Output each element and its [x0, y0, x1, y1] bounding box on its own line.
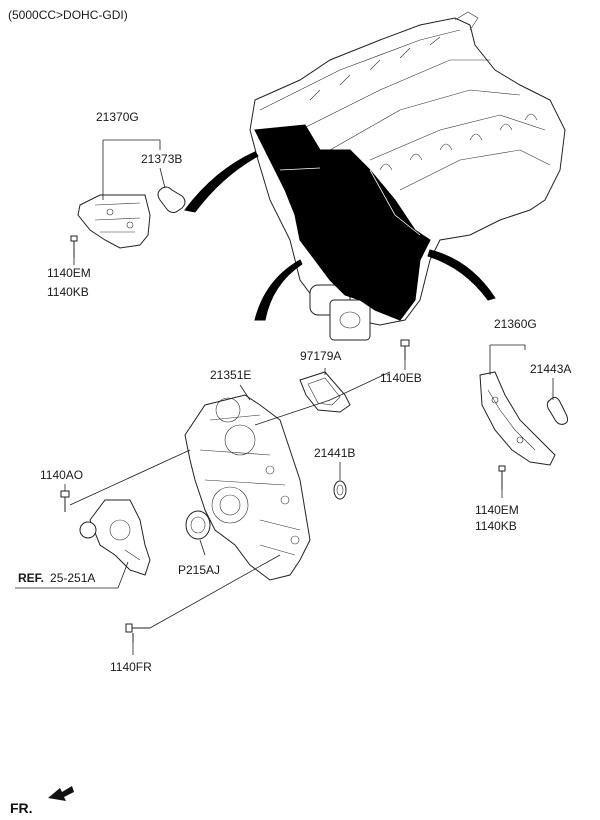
front-cover-21351E[interactable]: [184, 394, 311, 581]
bolt-1140EM-upper[interactable]: [70, 235, 78, 258]
engine-spec: (5000CC>DOHC-GDI): [8, 8, 128, 22]
ref-prefix: REF.: [18, 571, 44, 585]
bolt-1140AO[interactable]: [60, 490, 70, 512]
label-1140KB-right[interactable]: 1140KB: [475, 519, 517, 533]
label-21360G[interactable]: 21360G: [494, 317, 537, 331]
label-21441B[interactable]: 21441B: [314, 446, 355, 460]
gasket-97179A[interactable]: [299, 371, 351, 413]
label-1140EM-right[interactable]: 1140EM: [475, 503, 519, 517]
reference-link[interactable]: REF. 25-251A: [18, 569, 95, 586]
label-P215AJ[interactable]: P215AJ: [178, 563, 220, 577]
label-1140EM-upper[interactable]: 1140EM: [47, 266, 91, 280]
front-label: FR.: [10, 800, 33, 816]
label-97179A[interactable]: 97179A: [300, 349, 341, 363]
label-21443A[interactable]: 21443A: [530, 362, 571, 376]
o-ring-21441B[interactable]: [333, 480, 347, 500]
timing-cover-right-21360G[interactable]: [479, 371, 556, 466]
label-21373B[interactable]: 21373B: [141, 152, 182, 166]
ref-code: 25-251A: [50, 571, 95, 585]
label-1140EB[interactable]: 1140EB: [380, 371, 422, 385]
label-1140KB-upper[interactable]: 1140KB: [47, 285, 89, 299]
gasket-21373B[interactable]: [157, 186, 186, 213]
bolt-1140EB[interactable]: [400, 339, 410, 360]
label-21351E[interactable]: 21351E: [210, 368, 251, 382]
bolt-1140FR[interactable]: [125, 623, 150, 643]
engine-block: [184, 11, 566, 341]
label-1140AO[interactable]: 1140AO: [40, 468, 83, 482]
water-pump[interactable]: [79, 499, 151, 576]
gasket-21443A[interactable]: [546, 396, 569, 425]
label-1140FR[interactable]: 1140FR: [110, 660, 152, 674]
label-21370G[interactable]: 21370G: [96, 110, 139, 124]
timing-cover-upper-left[interactable]: [77, 194, 151, 249]
leader-lines: [15, 139, 554, 655]
front-direction-arrow-icon: [48, 786, 74, 801]
oil-seal-P215AJ[interactable]: [185, 510, 211, 540]
bolt-1140EM-right[interactable]: [498, 465, 506, 490]
